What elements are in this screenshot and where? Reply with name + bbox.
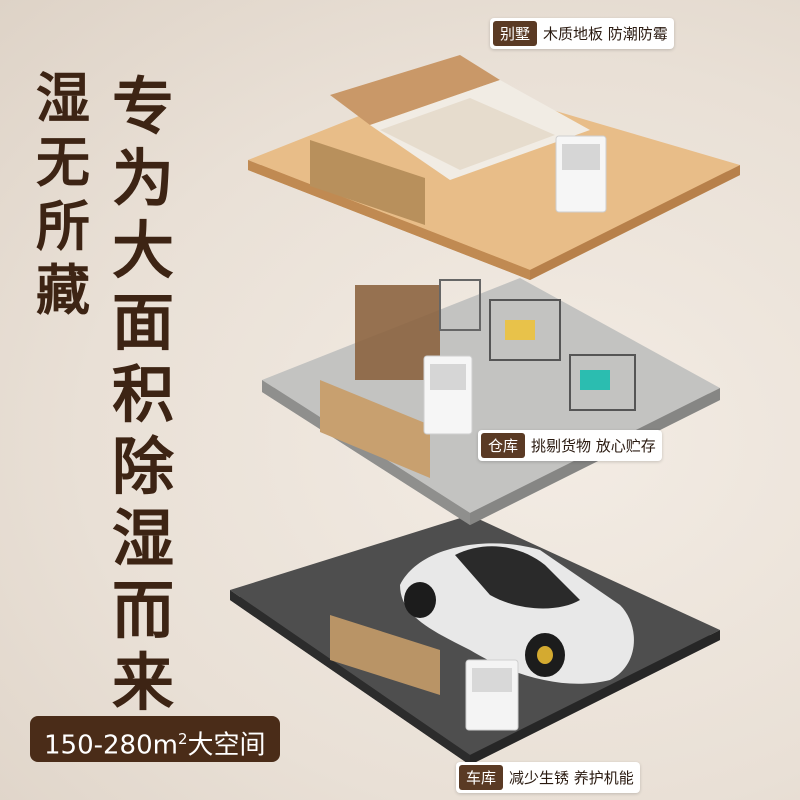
slogan-left-char: 藏 bbox=[36, 259, 90, 322]
slogan-right-char: 除 bbox=[112, 430, 175, 503]
slogan-left-char: 无 bbox=[36, 131, 90, 194]
slogan-right-char: 而 bbox=[112, 574, 175, 647]
area-badge-sup: 2 bbox=[177, 730, 188, 748]
slogan-right: 专 为 大 面 积 除 湿 而 来 bbox=[112, 76, 174, 724]
slogan-right-char: 面 bbox=[112, 286, 175, 359]
bed-illustration bbox=[330, 55, 590, 180]
slogan-right-char: 大 bbox=[112, 214, 175, 287]
area-badge-prefix: 150-280m bbox=[44, 730, 178, 761]
garage-tag-label: 车库 bbox=[459, 765, 504, 790]
car-illustration bbox=[400, 543, 634, 684]
villa-wall-panel bbox=[310, 140, 425, 225]
area-badge-suffix: 大空间 bbox=[187, 730, 266, 761]
garage-tag: 车库 减少生锈 养护机能 bbox=[456, 762, 640, 793]
area-badge: 150-280m2大空间 bbox=[30, 716, 280, 762]
dehumidifier-garage bbox=[465, 659, 519, 731]
warehouse-tag-text: 挑剔货物 放心贮存 bbox=[531, 437, 656, 455]
warehouse-wall-panel bbox=[320, 380, 430, 478]
slogan-right-char: 来 bbox=[112, 646, 175, 719]
slogan-left-char: 所 bbox=[36, 195, 90, 258]
villa-floor bbox=[248, 80, 740, 280]
slogan-right-char: 专 bbox=[112, 70, 175, 143]
villa-tag-text: 木质地板 防潮防霉 bbox=[543, 25, 668, 43]
slogan-right-char: 湿 bbox=[112, 502, 175, 575]
garage-tag-text: 减少生锈 养护机能 bbox=[509, 769, 634, 787]
slogan-left-char: 湿 bbox=[36, 67, 90, 130]
garage-wall-panel bbox=[330, 615, 440, 695]
slogan-right-char: 积 bbox=[112, 358, 175, 431]
villa-tag: 别墅 木质地板 防潮防霉 bbox=[490, 18, 674, 49]
slogan-left: 湿 无 所 藏 bbox=[36, 72, 90, 328]
villa-tag-label: 别墅 bbox=[493, 21, 538, 46]
dehumidifier-villa bbox=[555, 135, 607, 213]
dehumidifier-warehouse bbox=[423, 355, 473, 435]
warehouse-tag-label: 仓库 bbox=[481, 433, 526, 458]
warehouse-tag: 仓库 挑剔货物 放心贮存 bbox=[478, 430, 662, 461]
slogan-right-char: 为 bbox=[112, 142, 175, 215]
